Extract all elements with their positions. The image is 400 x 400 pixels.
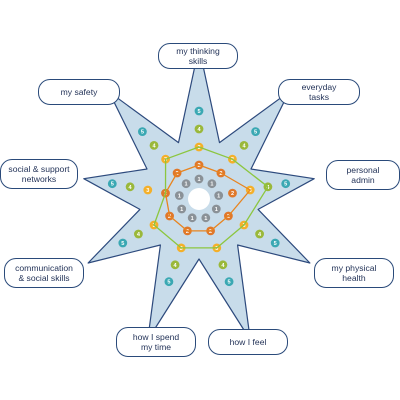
label-my-physical-health: my physical health (314, 258, 394, 288)
label-everyday-tasks: everyday tasks (278, 79, 360, 105)
scale-dot (181, 179, 191, 189)
scale-dot (228, 188, 237, 198)
scale-number: 4 (129, 185, 133, 191)
scale-dot (224, 277, 234, 287)
scale-number: 5 (141, 130, 144, 136)
scale-dot (201, 213, 211, 223)
scale-number: 2 (209, 229, 212, 235)
scale-number: 1 (191, 216, 194, 222)
label-communication-social-skills: communication & social skills (4, 258, 84, 288)
scale-number: 4 (258, 232, 262, 238)
scale-dot (118, 238, 128, 248)
scale-dot (194, 106, 204, 116)
scale-dot (138, 127, 147, 136)
label-social-support-networks: social & support networks (0, 159, 78, 189)
scale-number: 4 (174, 263, 178, 269)
scale-dot (187, 213, 197, 223)
scale-dot (174, 191, 184, 200)
scale-dot (207, 179, 217, 189)
scale-number: 1 (210, 182, 213, 188)
scale-number: 5 (284, 182, 287, 188)
scale-dot (194, 174, 204, 184)
scale-number: 5 (167, 280, 170, 286)
scale-number: 5 (111, 182, 114, 188)
scale-number: 4 (197, 127, 201, 133)
scale-dot (107, 179, 117, 189)
scale-number: 2 (168, 214, 171, 220)
scale-number: 3 (197, 145, 200, 151)
scale-number: 4 (242, 143, 246, 149)
scale-number: 1 (204, 216, 207, 222)
scale-dot (255, 229, 264, 239)
scale-number: 5 (254, 130, 257, 136)
star-center-hole (188, 188, 210, 210)
scale-dot (177, 204, 187, 214)
scale-dot (214, 191, 224, 200)
scale-number: 1 (180, 207, 183, 213)
scale-dot (143, 185, 153, 195)
scale-dot (251, 127, 260, 136)
scale-number: 2 (219, 171, 222, 177)
scale-dot (170, 260, 180, 270)
label-my-thinking-skills: my thinking skills (158, 43, 238, 69)
scale-number: 1 (215, 207, 218, 213)
scale-dot (281, 179, 291, 189)
scale-number: 5 (274, 241, 277, 247)
scale-number: 3 (231, 157, 234, 163)
scale-dot (194, 124, 204, 134)
label-personal-admin: personal admin (326, 160, 400, 190)
scale-number: 5 (197, 109, 200, 115)
scale-number: 2 (231, 191, 234, 197)
scale-number: 4 (221, 263, 225, 269)
green-score-line (153, 146, 269, 249)
label-my-safety: my safety (38, 79, 120, 105)
orange-score-line (164, 164, 251, 232)
scale-dot (164, 277, 174, 287)
label-how-i-spend-my-time: how I spend my time (116, 327, 196, 357)
scale-dot (270, 238, 280, 248)
scale-number: 4 (266, 185, 270, 191)
scale-dot (239, 141, 249, 150)
label-how-i-feel: how I feel (208, 329, 288, 355)
scale-number: 1 (185, 182, 188, 188)
scale-number: 4 (137, 232, 141, 238)
scale-number: 3 (242, 223, 245, 229)
scale-dot (149, 141, 159, 150)
scale-number: 3 (152, 223, 155, 229)
scale-number: 3 (146, 188, 149, 194)
scale-number: 1 (197, 177, 200, 183)
scale-dot (134, 229, 143, 239)
scale-number: 2 (227, 214, 230, 220)
scale-number: 1 (217, 194, 220, 200)
scale-number: 1 (178, 194, 181, 200)
scale-number: 4 (152, 143, 156, 149)
scale-dot (218, 260, 228, 270)
scale-number: 2 (186, 229, 189, 235)
scale-number: 3 (215, 246, 218, 252)
scale-number: 2 (197, 163, 200, 169)
scale-number: 3 (180, 246, 183, 252)
scale-number: 5 (228, 280, 231, 286)
scale-number: 5 (121, 241, 124, 247)
scale-dot (211, 204, 221, 214)
scale-dot (125, 182, 135, 192)
